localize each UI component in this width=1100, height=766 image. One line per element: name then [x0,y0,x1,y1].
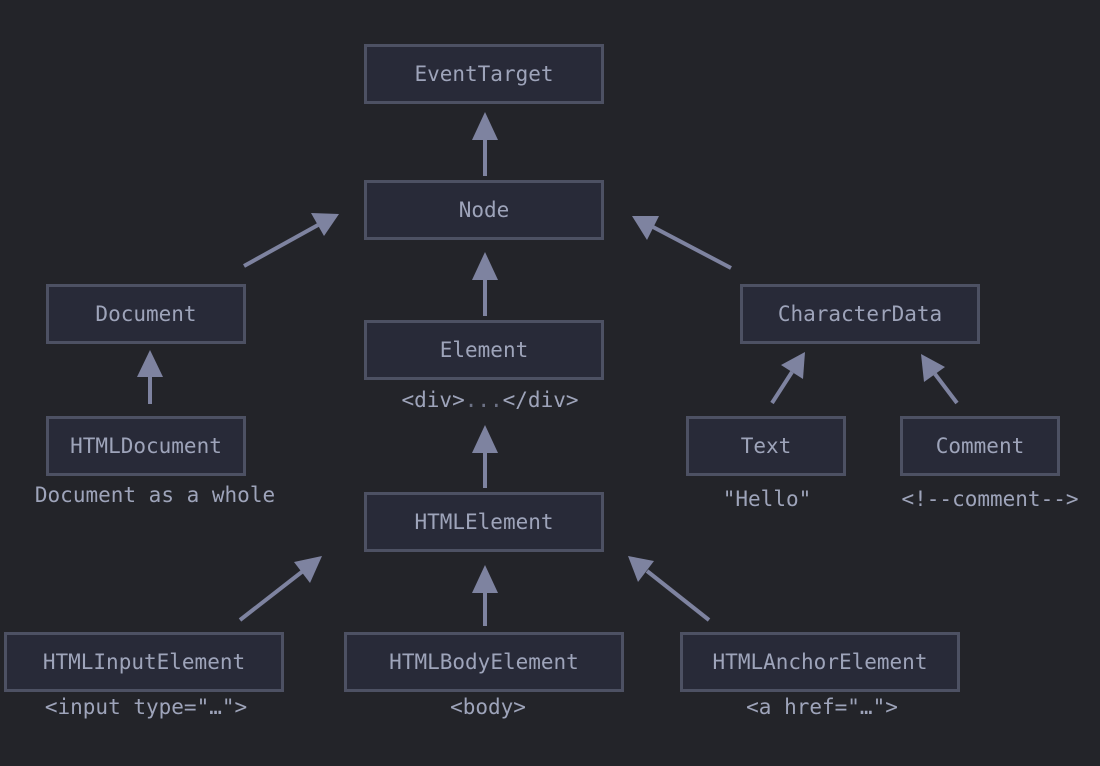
caption-htmlinputelement: <input type="…"> [44,695,248,719]
node-htmlelement: HTMLElement [364,492,604,552]
arrow-document-to-node [243,213,339,268]
node-htmlbodyelement: HTMLBodyElement [344,632,624,692]
caption-element-dots: ... [464,388,503,412]
caption-element-close: </div> [502,388,579,412]
node-htmlanchorelement: HTMLAnchorElement [680,632,960,692]
arrow-htmldocument-to-document [137,350,163,404]
node-node: Node [364,180,604,240]
caption-htmlanchorelement: <a href="…"> [746,695,898,719]
node-htmldocument: HTMLDocument [46,416,246,476]
node-characterdata: CharacterData [740,284,980,344]
node-document: Document [46,284,246,344]
caption-element-open: <div> [401,388,465,412]
arrow-comment-to-characterdata [921,354,959,405]
arrow-htmlinputelement-to-htmlelement [238,556,322,622]
caption-comment: <!--comment--> [901,487,1079,511]
arrow-htmlbodyelement-to-htmlelement [472,565,498,626]
caption-element: <div>...</div> [401,388,578,412]
arrow-text-to-characterdata [770,352,805,405]
node-eventtarget: EventTarget [364,44,604,104]
caption-text: "Hello" [722,487,812,511]
node-comment: Comment [900,416,1060,476]
arrow-htmlelement-to-element [472,425,498,488]
caption-htmldocument: Document as a whole [34,483,276,507]
arrow-htmlanchorelement-to-htmlelement [628,556,711,622]
caption-htmlbodyelement: <body> [450,695,526,719]
arrow-characterdata-to-node [632,216,732,270]
arrow-element-to-node [472,252,498,316]
node-text: Text [686,416,846,476]
arrow-node-to-eventtarget [472,112,498,176]
node-htmlinputelement: HTMLInputElement [4,632,284,692]
node-element: Element [364,320,604,380]
